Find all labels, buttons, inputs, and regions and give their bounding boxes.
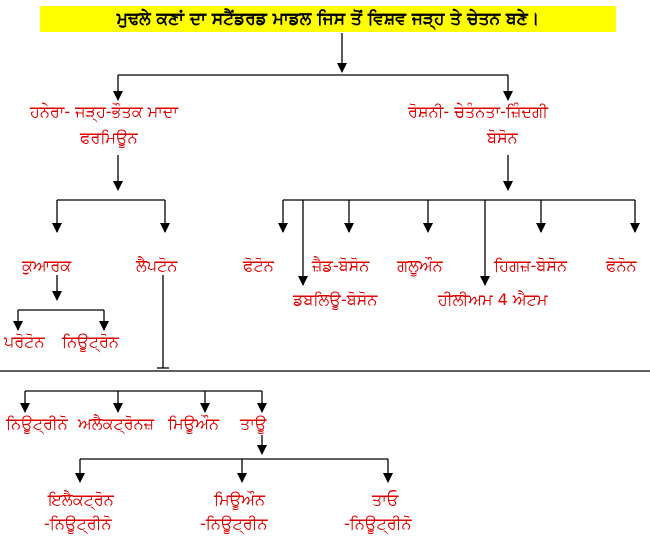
electron-label: ਅਲੈਕਟ੍ਰੋਨਜ਼ — [78, 414, 155, 433]
boson-heading: ਰੋਸ਼ਨੀ- ਚੇਤੰਨਤਾ-ਜ਼ਿੰਦਗੀ — [408, 102, 548, 121]
boson-label: ਬੋਸੋਨ — [487, 128, 518, 147]
muon-neutrino-line1: ਮਿਊਔਨ — [214, 490, 265, 509]
muon-label: ਮਿਊਔਨ — [168, 414, 219, 433]
muon-neutrino-line2: -ਨਿਊਟ੍ਰੀਨ — [200, 514, 268, 533]
quark-label: ਕੁਆਰਕ — [22, 256, 72, 275]
electron-neutrino-line2: -ਨਿਊਟ੍ਰੀਨੋ — [44, 514, 112, 533]
helium4-label: ਹੀਲੀਅਮ 4 ਐਟਮ — [438, 290, 548, 309]
fermion-heading: ਹਨੇਰਾ- ਜੜ੍ਹ-ਭੌਤਕ ਮਾਦਾ — [30, 102, 178, 121]
page-title: ਮੁਢਲੇ ਕਣਾਂ ਦਾ ਸਟੈਂਡਰਡ ਮਾਡਲ ਜਿਸ ਤੋਂ ਵਿਸ਼ਵ… — [40, 6, 616, 32]
tau-neutrino-line2: -ਨਿਊਟ੍ਰੀਨੋ — [344, 514, 412, 533]
proton-label: ਪਰੋਟੋਨ — [4, 332, 45, 351]
neutrino-label: ਨਿਊਟ੍ਰੀਨੋ — [6, 414, 68, 433]
photon-label: ਫੋਟੋਨ — [243, 256, 274, 275]
lepton-label: ਲੈਪਟੋਨ — [136, 256, 178, 275]
z-boson-label: ਜ਼ੈਡ-ਬੋਸੋਨ — [312, 256, 370, 275]
electron-neutrino-line1: ਇਲੈਕਟ੍ਰੋਨ — [48, 490, 114, 509]
fermion-label: ਫਰਮਿਊਨ — [80, 128, 138, 147]
w-boson-label: ਡਬਲਿਊ-ਬੋਸੋਨ — [293, 290, 378, 309]
tau-neutrino-line1: ਤਾਓ — [372, 490, 399, 509]
gluon-label: ਗਲੂਔਨ — [397, 256, 443, 275]
neutron-label: ਨਿਊਟ੍ਰੋਨ — [62, 332, 119, 351]
phonon-label: ਫੋਨੋਨ — [606, 256, 637, 275]
tau-label: ਤਾਊ — [240, 414, 267, 433]
higgs-boson-label: ਹਿਗਜ਼-ਬੋਸੋਨ — [494, 256, 567, 275]
